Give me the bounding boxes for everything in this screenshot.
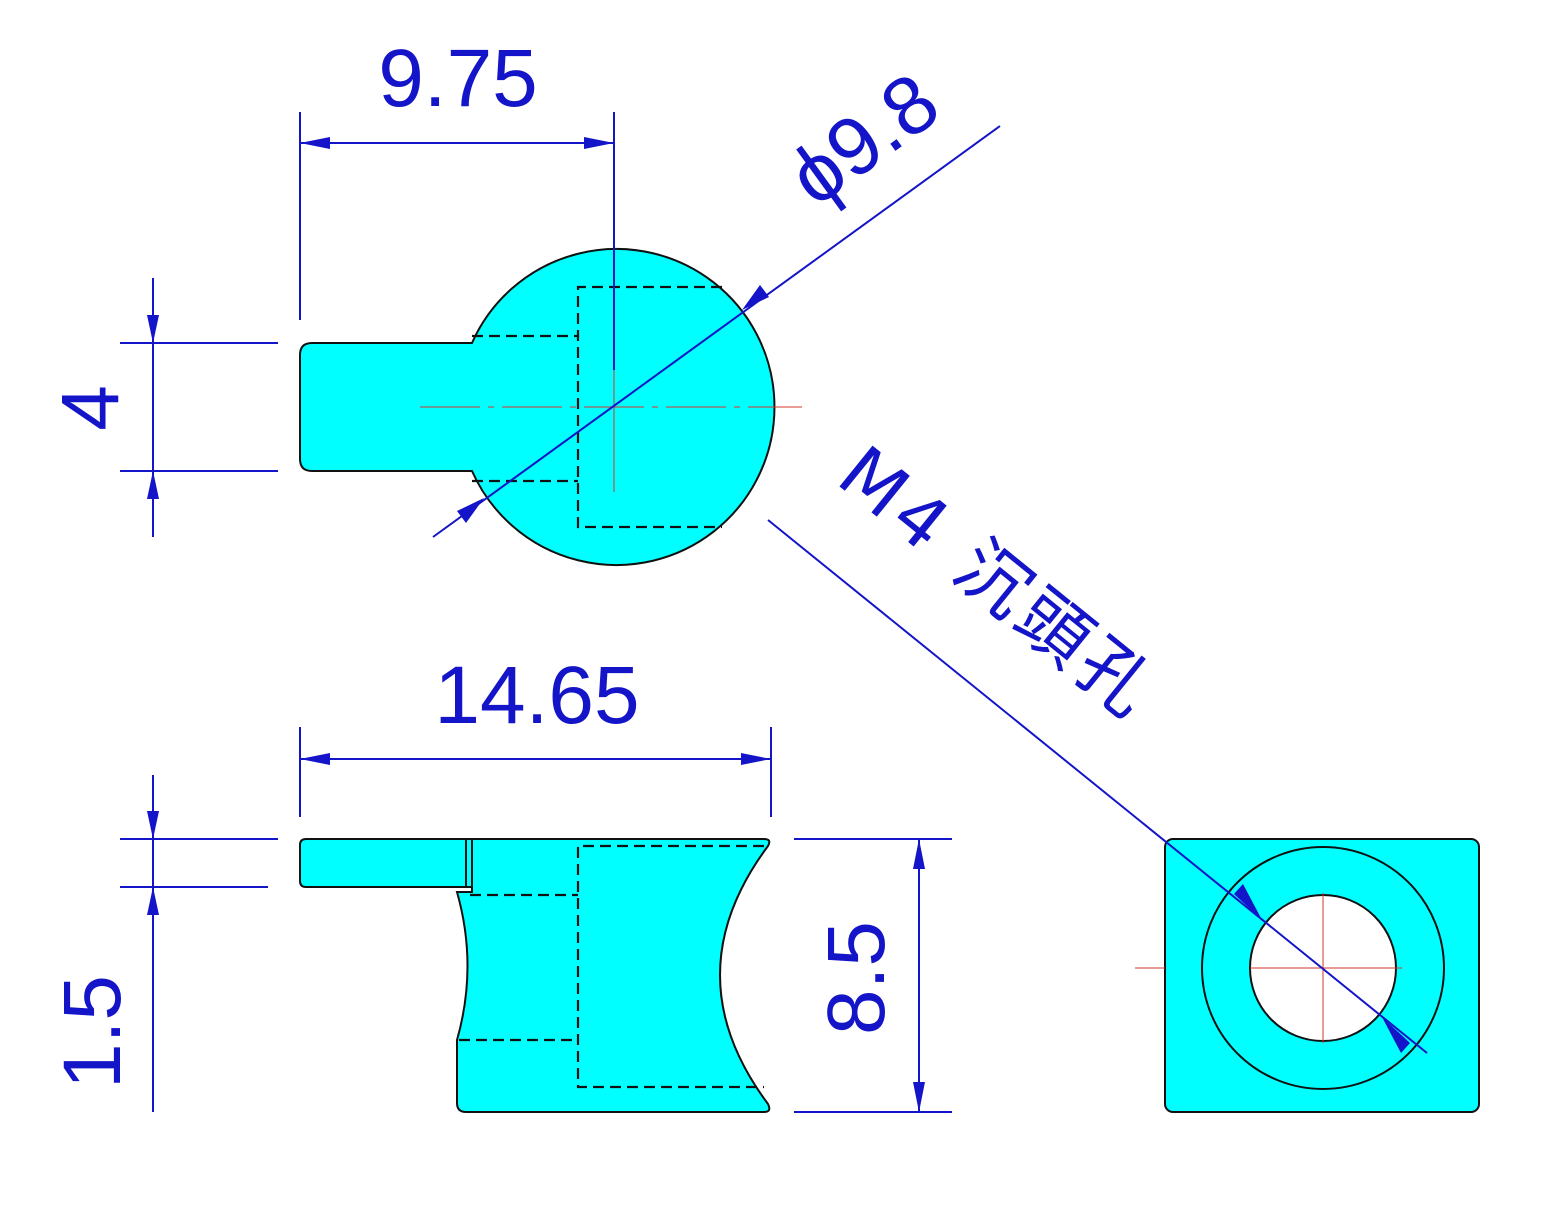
- dim-front-height: 8.5: [794, 838, 952, 1113]
- hole-callout-label: M4 沉頭孔: [823, 430, 1173, 736]
- front-view-body: [455, 838, 771, 1113]
- top-view-hidden-lines: [472, 285, 722, 529]
- dim-top-tab-width-label: 4: [45, 385, 136, 431]
- dim-front-tab-thickness-label: 1.5: [47, 975, 138, 1089]
- dim-front-height-label: 8.5: [811, 921, 902, 1035]
- dim-top-tab-width: 4: [45, 278, 278, 537]
- dim-top-offset: 9.75: [299, 33, 615, 370]
- top-view: [299, 248, 802, 566]
- dim-top-offset-label: 9.75: [378, 33, 538, 124]
- front-view: [299, 838, 771, 1113]
- counterbore-circle: [1201, 846, 1445, 1090]
- dim-front-length-label: 14.65: [434, 650, 639, 741]
- dim-front-tab-thickness: 1.5: [47, 775, 278, 1112]
- front-view-tab: [299, 838, 473, 888]
- front-view-hidden-lines: [459, 844, 764, 1089]
- dim-top-diameter-label: ϕ9.8: [772, 56, 955, 224]
- side-view: [1135, 838, 1480, 1113]
- dim-front-length: 14.65: [299, 650, 772, 817]
